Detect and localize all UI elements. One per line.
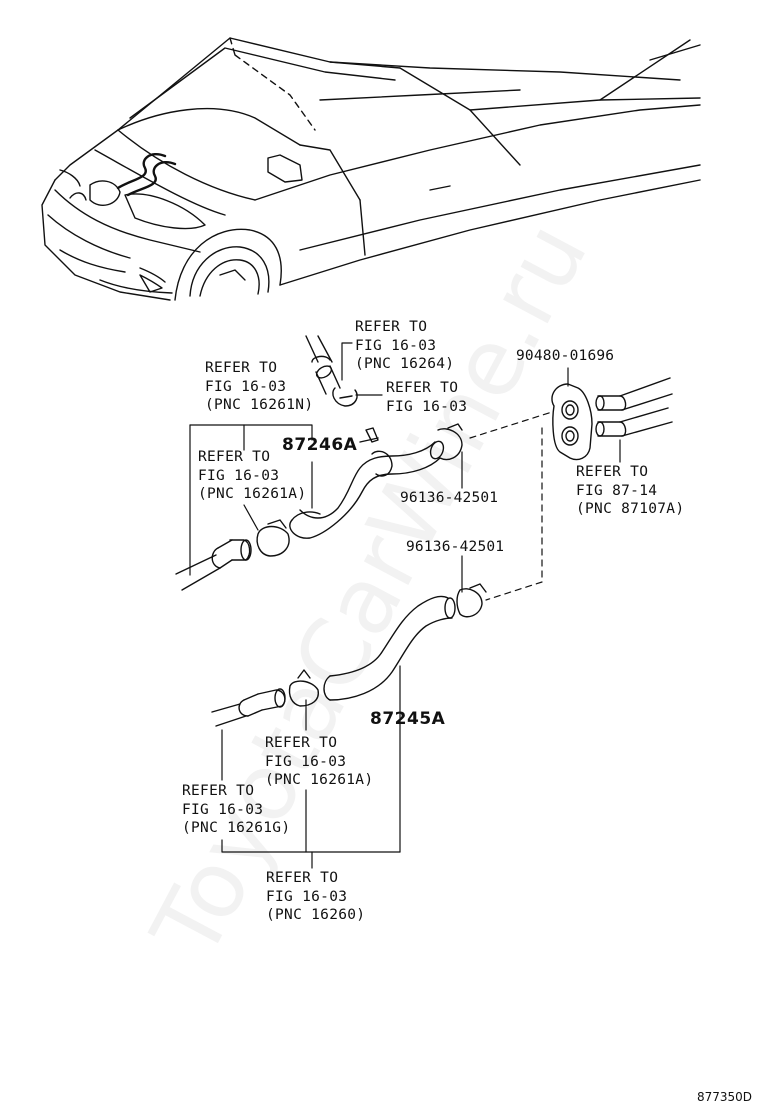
lower-hose-assembly	[211, 583, 487, 727]
leader-lines	[189, 342, 621, 869]
refer-fig-16-03: REFER TO FIG 16-03	[386, 379, 467, 416]
ref-line: (PNC 16261N)	[205, 397, 314, 413]
ref-line: REFER TO	[266, 870, 339, 886]
ref-line: REFER TO	[205, 360, 278, 376]
ref-line: FIG 16-03	[266, 888, 348, 905]
part-number-grommet: 90480-01696	[516, 348, 615, 364]
refer-pnc-87107A: REFER TO FIG 87-14 (PNC 87107A)	[576, 463, 684, 519]
part-number-clamp-lower: 96136-42501	[406, 539, 505, 555]
ref-line: REFER TO	[355, 319, 428, 335]
ref-line: FIG 16-03	[205, 378, 287, 395]
refer-pnc-16264: REFER TO FIG 16-03 (PNC 16264)	[355, 318, 454, 374]
ref-line: FIG 87-14	[576, 482, 658, 499]
ref-line: (PNC 16261G)	[182, 820, 291, 836]
refer-pnc-16261G: REFER TO FIG 16-03 (PNC 16261G)	[182, 782, 290, 838]
car-illustration	[41, 37, 701, 301]
upper-hose-assembly	[175, 335, 463, 591]
ref-line: REFER TO	[182, 783, 255, 799]
ref-line: REFER TO	[265, 735, 338, 751]
ref-line: (PNC 16260)	[266, 907, 366, 923]
refer-pnc-16260: REFER TO FIG 16-03 (PNC 16260)	[266, 869, 365, 925]
part-number-87246A: 87246A	[282, 435, 358, 455]
ref-line: REFER TO	[198, 449, 271, 465]
ref-line: (PNC 16264)	[355, 356, 455, 372]
figure-code: 877350D	[696, 1090, 752, 1104]
ref-line: (PNC 16261A)	[198, 486, 307, 502]
part-number-clamp-upper: 96136-42501	[400, 490, 499, 506]
ref-line: FIG 16-03	[182, 801, 264, 818]
ref-line: FIG 16-03	[265, 753, 347, 770]
ref-line: FIG 16-03	[386, 398, 468, 415]
refer-pnc-16261N: REFER TO FIG 16-03 (PNC 16261N)	[205, 359, 313, 415]
refer-pnc-16261A-upper: REFER TO FIG 16-03 (PNC 16261A)	[198, 448, 306, 504]
refer-pnc-16261A-lower: REFER TO FIG 16-03 (PNC 16261A)	[265, 734, 373, 790]
ref-line: (PNC 87107A)	[576, 501, 685, 517]
ref-line: REFER TO	[576, 464, 649, 480]
part-number-87245A: 87245A	[370, 709, 446, 729]
ref-line: FIG 16-03	[355, 337, 437, 354]
grommet-and-pipes	[551, 377, 673, 461]
ref-line: (PNC 16261A)	[265, 772, 374, 788]
ref-line: FIG 16-03	[198, 467, 280, 484]
ref-line: REFER TO	[386, 380, 459, 396]
